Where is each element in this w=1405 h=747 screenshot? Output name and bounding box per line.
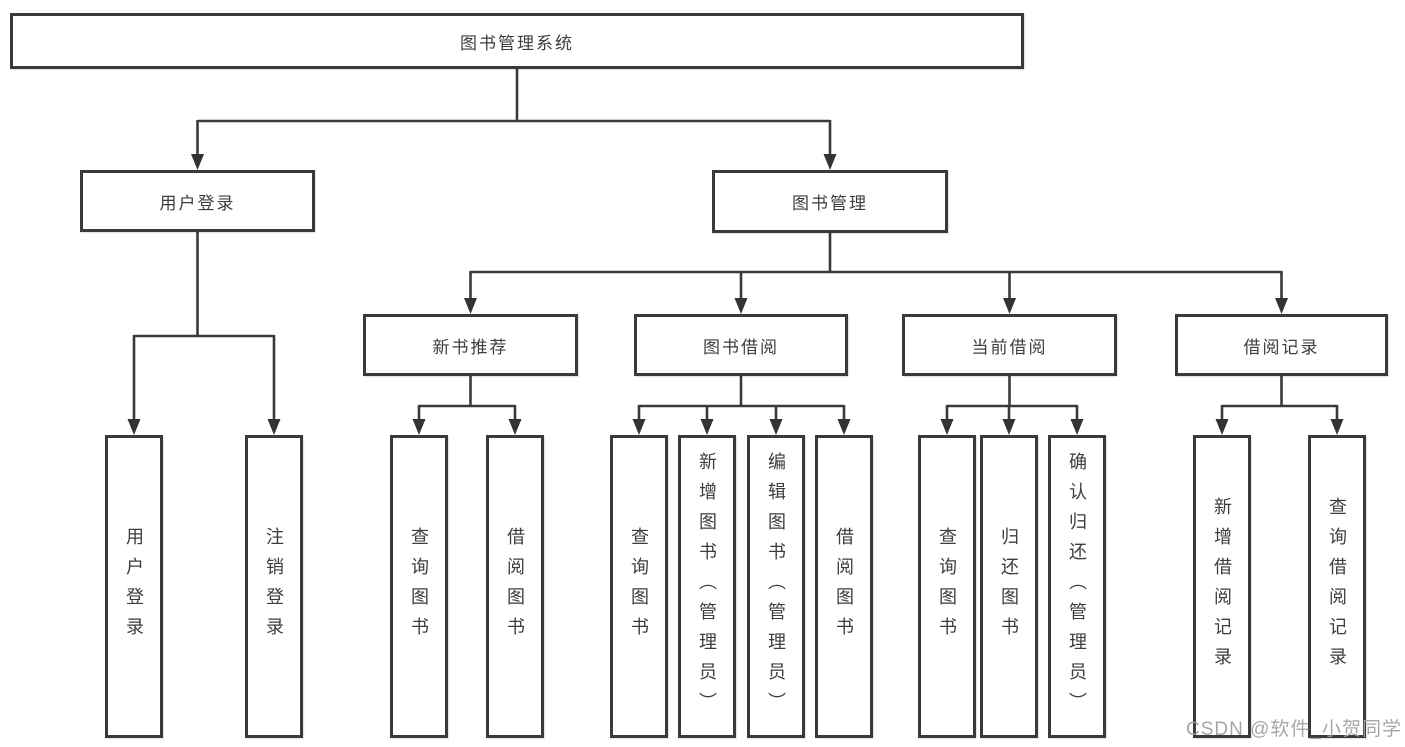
node-label: 图书借阅 <box>703 337 779 357</box>
leaf-query-books-borrowing: 查询图书 <box>610 435 668 738</box>
leaf-add-books-admin: 新增图书（管理员） <box>678 435 736 738</box>
leaf-label: 用户登录 <box>124 526 144 647</box>
node-book-borrowing: 图书借阅 <box>634 314 848 376</box>
node-new-book-recommendation: 新书推荐 <box>363 314 578 376</box>
node-label: 图书管理系统 <box>460 33 574 53</box>
leaf-label: 借阅图书 <box>834 526 854 647</box>
leaf-label: 确认归还（管理员） <box>1067 451 1087 722</box>
leaf-borrow-books-recommend: 借阅图书 <box>486 435 544 738</box>
leaf-label: 查询图书 <box>409 526 429 647</box>
node-book-management: 图书管理 <box>712 170 948 233</box>
leaf-label: 查询图书 <box>629 526 649 647</box>
leaf-query-borrow-record: 查询借阅记录 <box>1308 435 1366 738</box>
node-library-management-system: 图书管理系统 <box>10 13 1024 69</box>
node-label: 当前借阅 <box>971 337 1048 357</box>
leaf-label: 新增图书（管理员） <box>697 451 717 722</box>
leaf-label: 编辑图书（管理员） <box>766 451 786 722</box>
leaf-label: 新增借阅记录 <box>1212 496 1232 677</box>
leaf-label: 借阅图书 <box>505 526 525 647</box>
leaf-user-login: 用户登录 <box>105 435 163 738</box>
leaf-label: 查询借阅记录 <box>1327 496 1347 677</box>
arrowheads <box>127 154 1344 435</box>
leaf-logout: 注销登录 <box>245 435 303 738</box>
leaf-label: 查询图书 <box>937 526 957 647</box>
leaf-return-books: 归还图书 <box>980 435 1038 738</box>
leaf-query-books-current: 查询图书 <box>918 435 976 738</box>
leaf-confirm-return-admin: 确认归还（管理员） <box>1048 435 1106 738</box>
leaf-label: 归还图书 <box>999 526 1019 647</box>
csdn-watermark: CSDN @软件_小贺同学 <box>1186 719 1402 740</box>
node-current-borrowing: 当前借阅 <box>902 314 1117 376</box>
leaf-add-borrow-record: 新增借阅记录 <box>1193 435 1251 738</box>
node-label: 借阅记录 <box>1243 337 1320 357</box>
node-label: 图书管理 <box>792 194 868 213</box>
leaf-query-books-recommend: 查询图书 <box>390 435 448 738</box>
node-user-login: 用户登录 <box>80 170 315 232</box>
leaf-label: 注销登录 <box>264 526 284 647</box>
node-borrowing-records: 借阅记录 <box>1175 314 1388 376</box>
leaf-borrow-books: 借阅图书 <box>815 435 873 738</box>
leaf-edit-books-admin: 编辑图书（管理员） <box>747 435 805 738</box>
node-label: 新书推荐 <box>432 337 509 357</box>
node-label: 用户登录 <box>159 193 236 213</box>
